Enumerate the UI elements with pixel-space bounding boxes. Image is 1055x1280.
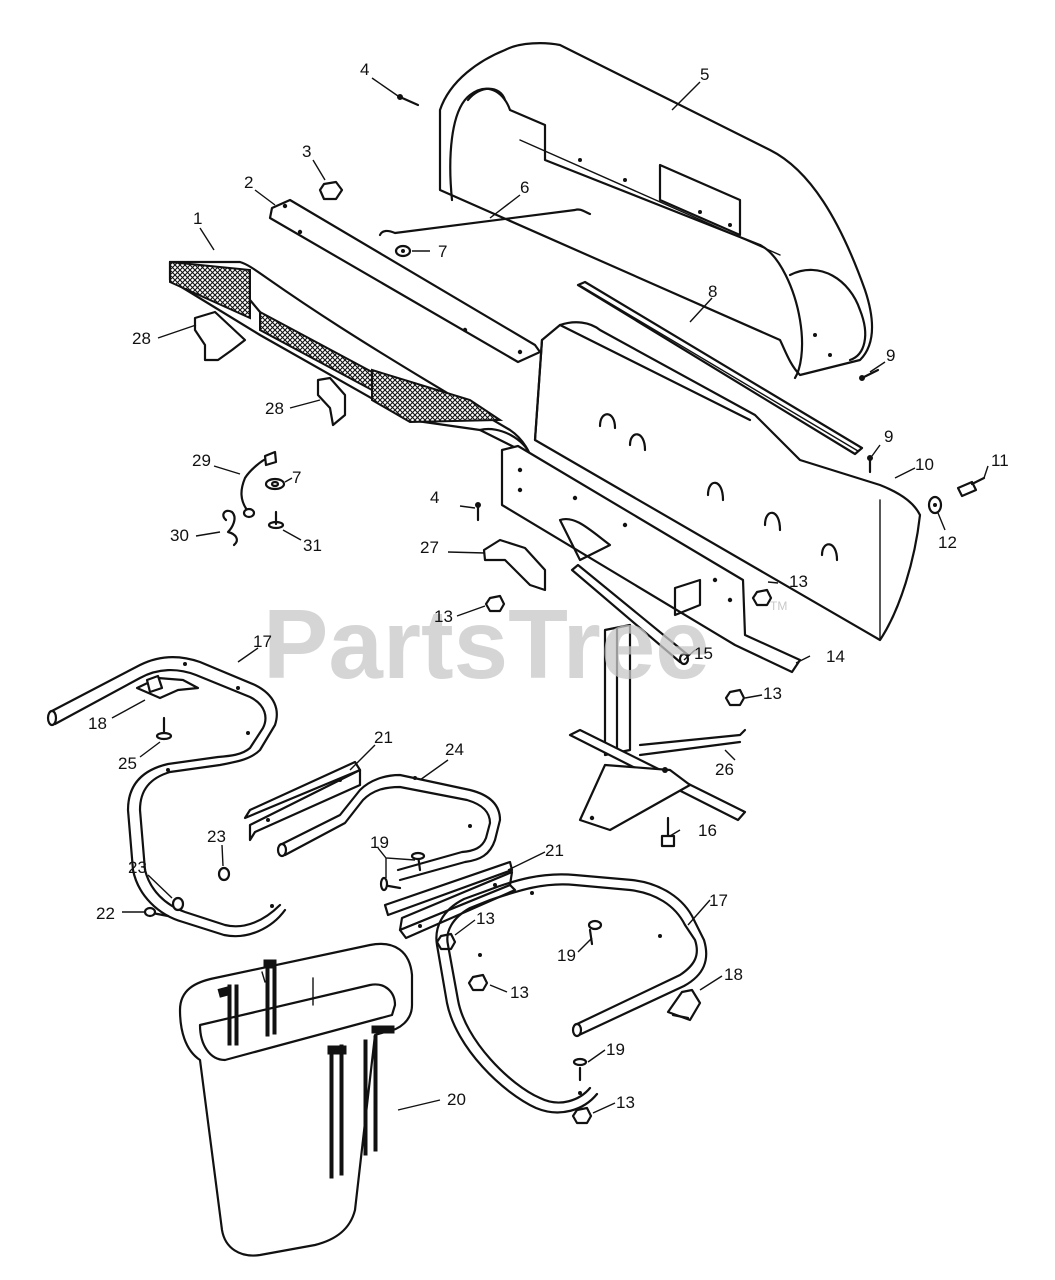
part-29-cable [240,450,278,519]
callout-9-mid: 9 [884,427,893,446]
part-19-screw-c [572,1057,588,1082]
callout-28-bottom: 28 [265,399,284,418]
leader-lines [111,77,989,1114]
callout-8: 8 [708,282,717,301]
part-12-washer [927,495,943,515]
callout-13-f: 13 [616,1093,635,1112]
part-16-bolt [660,816,676,848]
part-8-hinge [576,280,864,456]
callout-13-c: 13 [763,684,782,703]
part-25-bolt [155,716,173,741]
callout-19-b: 19 [557,946,576,965]
callout-13-b: 13 [434,607,453,626]
callout-10: 10 [915,455,934,474]
callout-4-mid: 4 [430,488,439,507]
callout-31: 31 [303,536,322,555]
callout-12: 12 [938,533,957,552]
part-30-spring-clip [222,509,238,547]
bag-straps [217,959,395,1179]
callout-13-d: 13 [476,909,495,928]
part-5-top-cover [438,42,874,380]
callout-23-a: 23 [207,827,226,846]
callout-16: 16 [698,821,717,840]
callout-24: 24 [445,740,464,759]
callout-21-bottom: 21 [545,841,564,860]
part-21-angle-bracket-b [383,860,517,940]
callout-14: 14 [826,647,845,666]
callout-27: 27 [420,538,439,557]
callout-9-top: 9 [886,346,895,365]
part-7-washer-a [394,244,412,258]
part-17-tube-frame-left [46,656,287,938]
part-27-bracket [482,538,547,592]
callout-13-e: 13 [510,983,529,1002]
callout-29: 29 [192,451,211,470]
part-10-rear-panel [533,321,922,642]
callout-17-right: 17 [709,891,728,910]
part-18-clamp-right [666,988,702,1022]
part-9-pin-b [867,455,873,474]
part-13-nut-f [571,1106,593,1125]
callout-17-left: 17 [253,632,272,651]
callout-20: 20 [447,1090,466,1109]
callout-4-top: 4 [360,60,369,79]
part-23-nut-a [217,866,231,882]
callout-3: 3 [302,142,311,161]
part-7-washer-b [264,477,286,491]
callout-5: 5 [700,65,709,84]
callout-21-top: 21 [374,728,393,747]
part-1-mesh-chute [168,260,532,457]
part-15-tube [570,563,690,666]
part-2-bracket-bar [268,198,542,364]
part-26-support-stand [568,623,747,832]
part-28-bracket-a [193,310,247,362]
part-31-screw [267,510,285,530]
callout-labels: 1 2 3 4 5 6 7 8 9 9 10 11 12 13 13 13 13… [88,60,1009,1112]
part-13-nut-d [435,932,457,951]
callout-26: 26 [715,760,734,779]
callout-19-a: 19 [370,833,389,852]
part-11-bolt [956,476,986,498]
part-4-pin-mid [475,502,481,522]
watermark-trademark: TM [770,599,787,613]
part-3-nut [318,180,344,201]
callout-7-mid: 7 [292,468,301,487]
callout-25: 25 [118,754,137,773]
part-18-clamp-left [135,674,200,700]
part-13-nut-a [751,588,773,607]
callout-28-top: 28 [132,329,151,348]
callout-6: 6 [520,178,529,197]
part-19-screw-b [587,919,603,946]
part-23-nut-b [171,896,185,912]
part-13-nut-c [724,688,746,707]
callout-18-left: 18 [88,714,107,733]
part-17-tube-frame-right [435,873,708,1114]
part-21-angle-bracket-a [243,760,362,842]
part-9-pin-a [859,368,880,381]
part-14-mounting-plate [500,444,802,674]
callout-30: 30 [170,526,189,545]
callout-23-b: 23 [128,858,147,877]
part-20-catcher-bag [178,942,414,1257]
callout-15: 15 [694,644,713,663]
part-24-tube-frame [276,773,502,882]
callout-22: 22 [96,904,115,923]
callout-19-c: 19 [606,1040,625,1059]
callout-1: 1 [193,209,202,228]
callout-2: 2 [244,173,253,192]
callout-13-a: 13 [789,572,808,591]
part-4-pin-top [397,94,420,107]
watermark-text: PartsTree [263,589,710,699]
part-19-screw-a [379,851,426,892]
callout-18-right: 18 [724,965,743,984]
callout-7-top: 7 [438,242,447,261]
callout-11: 11 [991,451,1009,470]
part-28-bracket-b [316,376,347,427]
part-13-nut-b [484,594,506,613]
part-13-nut-e [467,973,489,992]
part-6-rod [378,208,592,237]
watermark: PartsTree TM [263,589,787,699]
